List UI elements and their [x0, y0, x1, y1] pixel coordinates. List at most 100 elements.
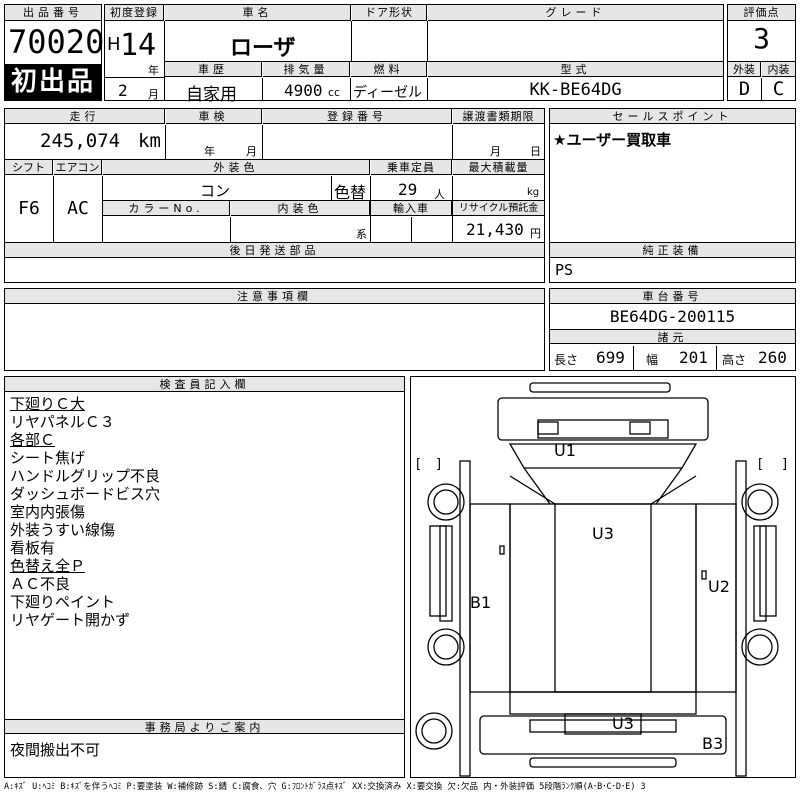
- office-label: 事務局よりご案内: [5, 719, 404, 734]
- damage-mark: U3: [612, 714, 634, 733]
- inspector-title: 検査員記入欄: [5, 377, 404, 392]
- shift-label: シフト: [5, 160, 53, 175]
- legend: A:ｷｽﾞ U:ﾍｺﾐ B:ｷｽﾞを伴うﾍｺﾐ P:要塗装 W:補修跡 S:錆 …: [4, 782, 646, 792]
- recycle-value: 21,430: [466, 220, 524, 239]
- r2-div1: [165, 125, 166, 159]
- right-body: [735, 460, 747, 777]
- reg-no-label: 登録番号: [263, 109, 452, 124]
- displacement-unit: cc: [328, 86, 341, 99]
- r2-div7: [370, 176, 371, 242]
- door-label: ドア形状: [352, 5, 427, 21]
- inspector-note: 下廻りＣ大: [10, 395, 86, 413]
- r2-line3: [103, 200, 544, 201]
- inspector-note: シート焦げ: [10, 449, 86, 467]
- mirror-bracket-r: [: [758, 457, 763, 472]
- later-parts-label: 後日発送部品: [5, 243, 544, 258]
- car-name: ローザ: [230, 36, 296, 61]
- int-grade-label: 内装: [762, 62, 795, 77]
- month-row-line: [105, 77, 164, 78]
- displacement-value: 4900: [284, 81, 323, 100]
- mirror-bracket-l2: ]: [436, 457, 441, 472]
- max-load-label: 最大積載量: [453, 160, 544, 175]
- r2-div6: [331, 176, 332, 200]
- mileage-label: 走行: [5, 109, 165, 124]
- capacity-label: 乗車定員: [371, 160, 452, 175]
- lot-number: 70020: [8, 23, 105, 61]
- left-skirt: [429, 525, 447, 617]
- r2-line2: [5, 159, 544, 160]
- month-unit: 月: [148, 88, 159, 101]
- sales-text: ★ユーザー買取車: [553, 131, 672, 149]
- front-panel: [497, 397, 709, 441]
- left-body: [459, 460, 471, 777]
- lot-box: [4, 4, 102, 101]
- dims-label: 諸元: [550, 329, 795, 344]
- mileage-value: 245,074: [40, 130, 121, 152]
- model-value: KK-BE64DG: [529, 80, 622, 100]
- inspector-note: ＡＣ不良: [10, 575, 71, 593]
- height-value: 260: [758, 348, 787, 367]
- divider-door: [351, 21, 352, 61]
- r2-div3: [452, 125, 453, 159]
- wheel-fr: [741, 483, 779, 521]
- handle-left: [499, 545, 505, 555]
- model-label: 型式: [428, 62, 723, 77]
- left-windows: [469, 503, 511, 693]
- score-label: 評価点: [728, 5, 795, 21]
- r2-div2: [262, 125, 263, 159]
- dims-div1: [633, 346, 634, 370]
- equip-value: PS: [555, 261, 574, 279]
- roof-front-line-l: [509, 475, 556, 505]
- mirror-bracket-r2: ]: [782, 457, 787, 472]
- history-value: 自家用: [186, 85, 237, 105]
- int-grade-value: C: [772, 78, 785, 100]
- inspection-month-unit: 月: [246, 145, 257, 158]
- equip-label: 純正装備: [550, 243, 795, 258]
- front-bumper: [529, 382, 671, 393]
- length-value: 699: [596, 348, 625, 367]
- mirror-bracket-l: [: [416, 457, 421, 472]
- sales-label: セールスポイント: [550, 109, 795, 124]
- ext-color-value: コン: [200, 182, 231, 200]
- right-skirt: [759, 525, 777, 617]
- wheel-fr-inner: [747, 489, 773, 515]
- inspector-note: 看板有: [10, 539, 56, 557]
- ext-grade-label: 外装: [728, 62, 761, 77]
- car-name-label: 車名: [165, 5, 351, 21]
- grade-divider: [761, 78, 762, 101]
- caution-box: [4, 288, 545, 371]
- r2-div10: [411, 217, 412, 242]
- chassis-label: 車台番号: [550, 289, 795, 304]
- spare-tire-inner: [421, 718, 447, 744]
- spare-tire: [415, 712, 453, 750]
- divider-h4: [427, 78, 428, 101]
- dims-div2: [716, 346, 717, 370]
- office-text: 夜間搬出不可: [10, 741, 101, 759]
- front-grille: [537, 419, 669, 439]
- header-table: [104, 4, 724, 101]
- displacement-label: 排気量: [263, 62, 350, 77]
- wheel-fl-inner: [433, 489, 459, 515]
- recycle-unit: 円: [530, 227, 541, 240]
- height-label: 高さ: [722, 353, 747, 367]
- color-no-label: カラーNo.: [103, 201, 230, 216]
- fuel-label: 燃料: [351, 62, 427, 77]
- history-label: 車歴: [165, 62, 262, 77]
- damage-mark: B3: [702, 734, 723, 753]
- headlight-right: [629, 421, 651, 435]
- divider-year: [164, 21, 165, 101]
- right-windows: [695, 503, 737, 693]
- wheel-rl-inner: [433, 634, 459, 660]
- caution-label: 注意事項欄: [5, 289, 544, 304]
- wheel-rl: [427, 628, 465, 666]
- capacity-unit: 人: [434, 188, 445, 201]
- month: 2: [118, 81, 128, 100]
- wheel-fl: [427, 483, 465, 521]
- damage-mark: U1: [554, 441, 576, 460]
- damage-mark: B1: [470, 593, 491, 612]
- inspection-label: 車検: [166, 109, 262, 124]
- year-unit: 年: [148, 64, 159, 77]
- sales-line: [550, 242, 795, 243]
